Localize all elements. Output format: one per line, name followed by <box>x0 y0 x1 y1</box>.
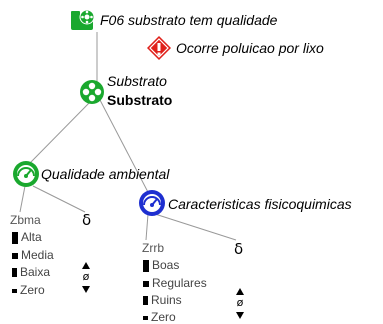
node-substrato[interactable] <box>79 79 105 110</box>
node-poluicao[interactable] <box>146 35 172 66</box>
node-caracteristicas[interactable] <box>138 189 166 222</box>
qualidade-state-2: Baixa <box>12 265 50 279</box>
state-marker <box>12 252 18 259</box>
qualidade-state-3: Zero <box>12 283 45 297</box>
caracteristicas-delta: δ <box>234 240 244 258</box>
node-f06-label: F06 substrato tem qualidade <box>100 12 278 28</box>
clover-node-icon <box>80 80 104 104</box>
state-label: Zero <box>151 310 176 324</box>
state-marker <box>12 288 17 293</box>
state-label: Ruins <box>151 293 182 307</box>
state-marker <box>143 259 149 272</box>
node-f06[interactable] <box>70 8 96 37</box>
connector-substrato-qualidade <box>29 99 93 164</box>
gauge-icon <box>13 161 39 187</box>
qualidade-delta: δ <box>82 211 92 229</box>
state-marker <box>12 268 17 278</box>
node-poluicao-label: Ocorre poluicao por lixo <box>176 40 324 56</box>
state-marker <box>143 315 148 320</box>
node-substrato-label: Substrato <box>107 73 167 89</box>
state-label: Zero <box>20 283 45 297</box>
connector-qualidade-delta <box>32 185 86 213</box>
state-label: Regulares <box>152 276 207 290</box>
folder-gear-icon <box>71 9 95 30</box>
state-label: Baixa <box>20 265 51 279</box>
up-arrow-icon <box>236 288 244 295</box>
caracteristicas-state-2: Ruins <box>143 293 182 307</box>
caracteristicas-zero-symbol: ø <box>236 296 244 309</box>
node-qualidade[interactable] <box>12 160 40 193</box>
node-caracteristicas-label: Caracteristicas fisicoquimicas <box>168 196 352 212</box>
connector-caract-delta <box>154 213 237 241</box>
connector-substrato-caracteristicas <box>99 99 151 197</box>
state-label: Alta <box>21 230 42 244</box>
down-arrow-icon <box>236 312 244 319</box>
state-marker <box>143 296 148 306</box>
qualidade-zero-symbol: ø <box>82 270 90 283</box>
state-marker <box>143 280 149 287</box>
connector-qualidade-zbma <box>19 185 26 213</box>
gauge-icon <box>139 190 165 216</box>
caracteristicas-state-0: Boas <box>143 258 179 272</box>
caracteristicas-state-1: Regulares <box>143 276 207 290</box>
connector-caract-zrrb <box>145 213 149 241</box>
down-arrow-icon <box>82 286 90 293</box>
qualidade-state-1: Media <box>12 248 54 262</box>
state-label: Media <box>21 248 54 262</box>
node-substrato-sublabel: Substrato <box>107 92 173 108</box>
caracteristicas-state-3: Zero <box>143 310 176 324</box>
qualidade-var-name: Zbma <box>10 213 41 227</box>
node-qualidade-label: Qualidade ambiental <box>41 166 170 182</box>
state-marker <box>12 231 18 244</box>
caracteristicas-var-name: Zrrb <box>142 241 164 255</box>
qualidade-state-0: Alta <box>12 230 42 244</box>
state-label: Boas <box>152 258 180 272</box>
up-arrow-icon <box>82 262 90 269</box>
warning-diamond-icon <box>147 36 171 60</box>
